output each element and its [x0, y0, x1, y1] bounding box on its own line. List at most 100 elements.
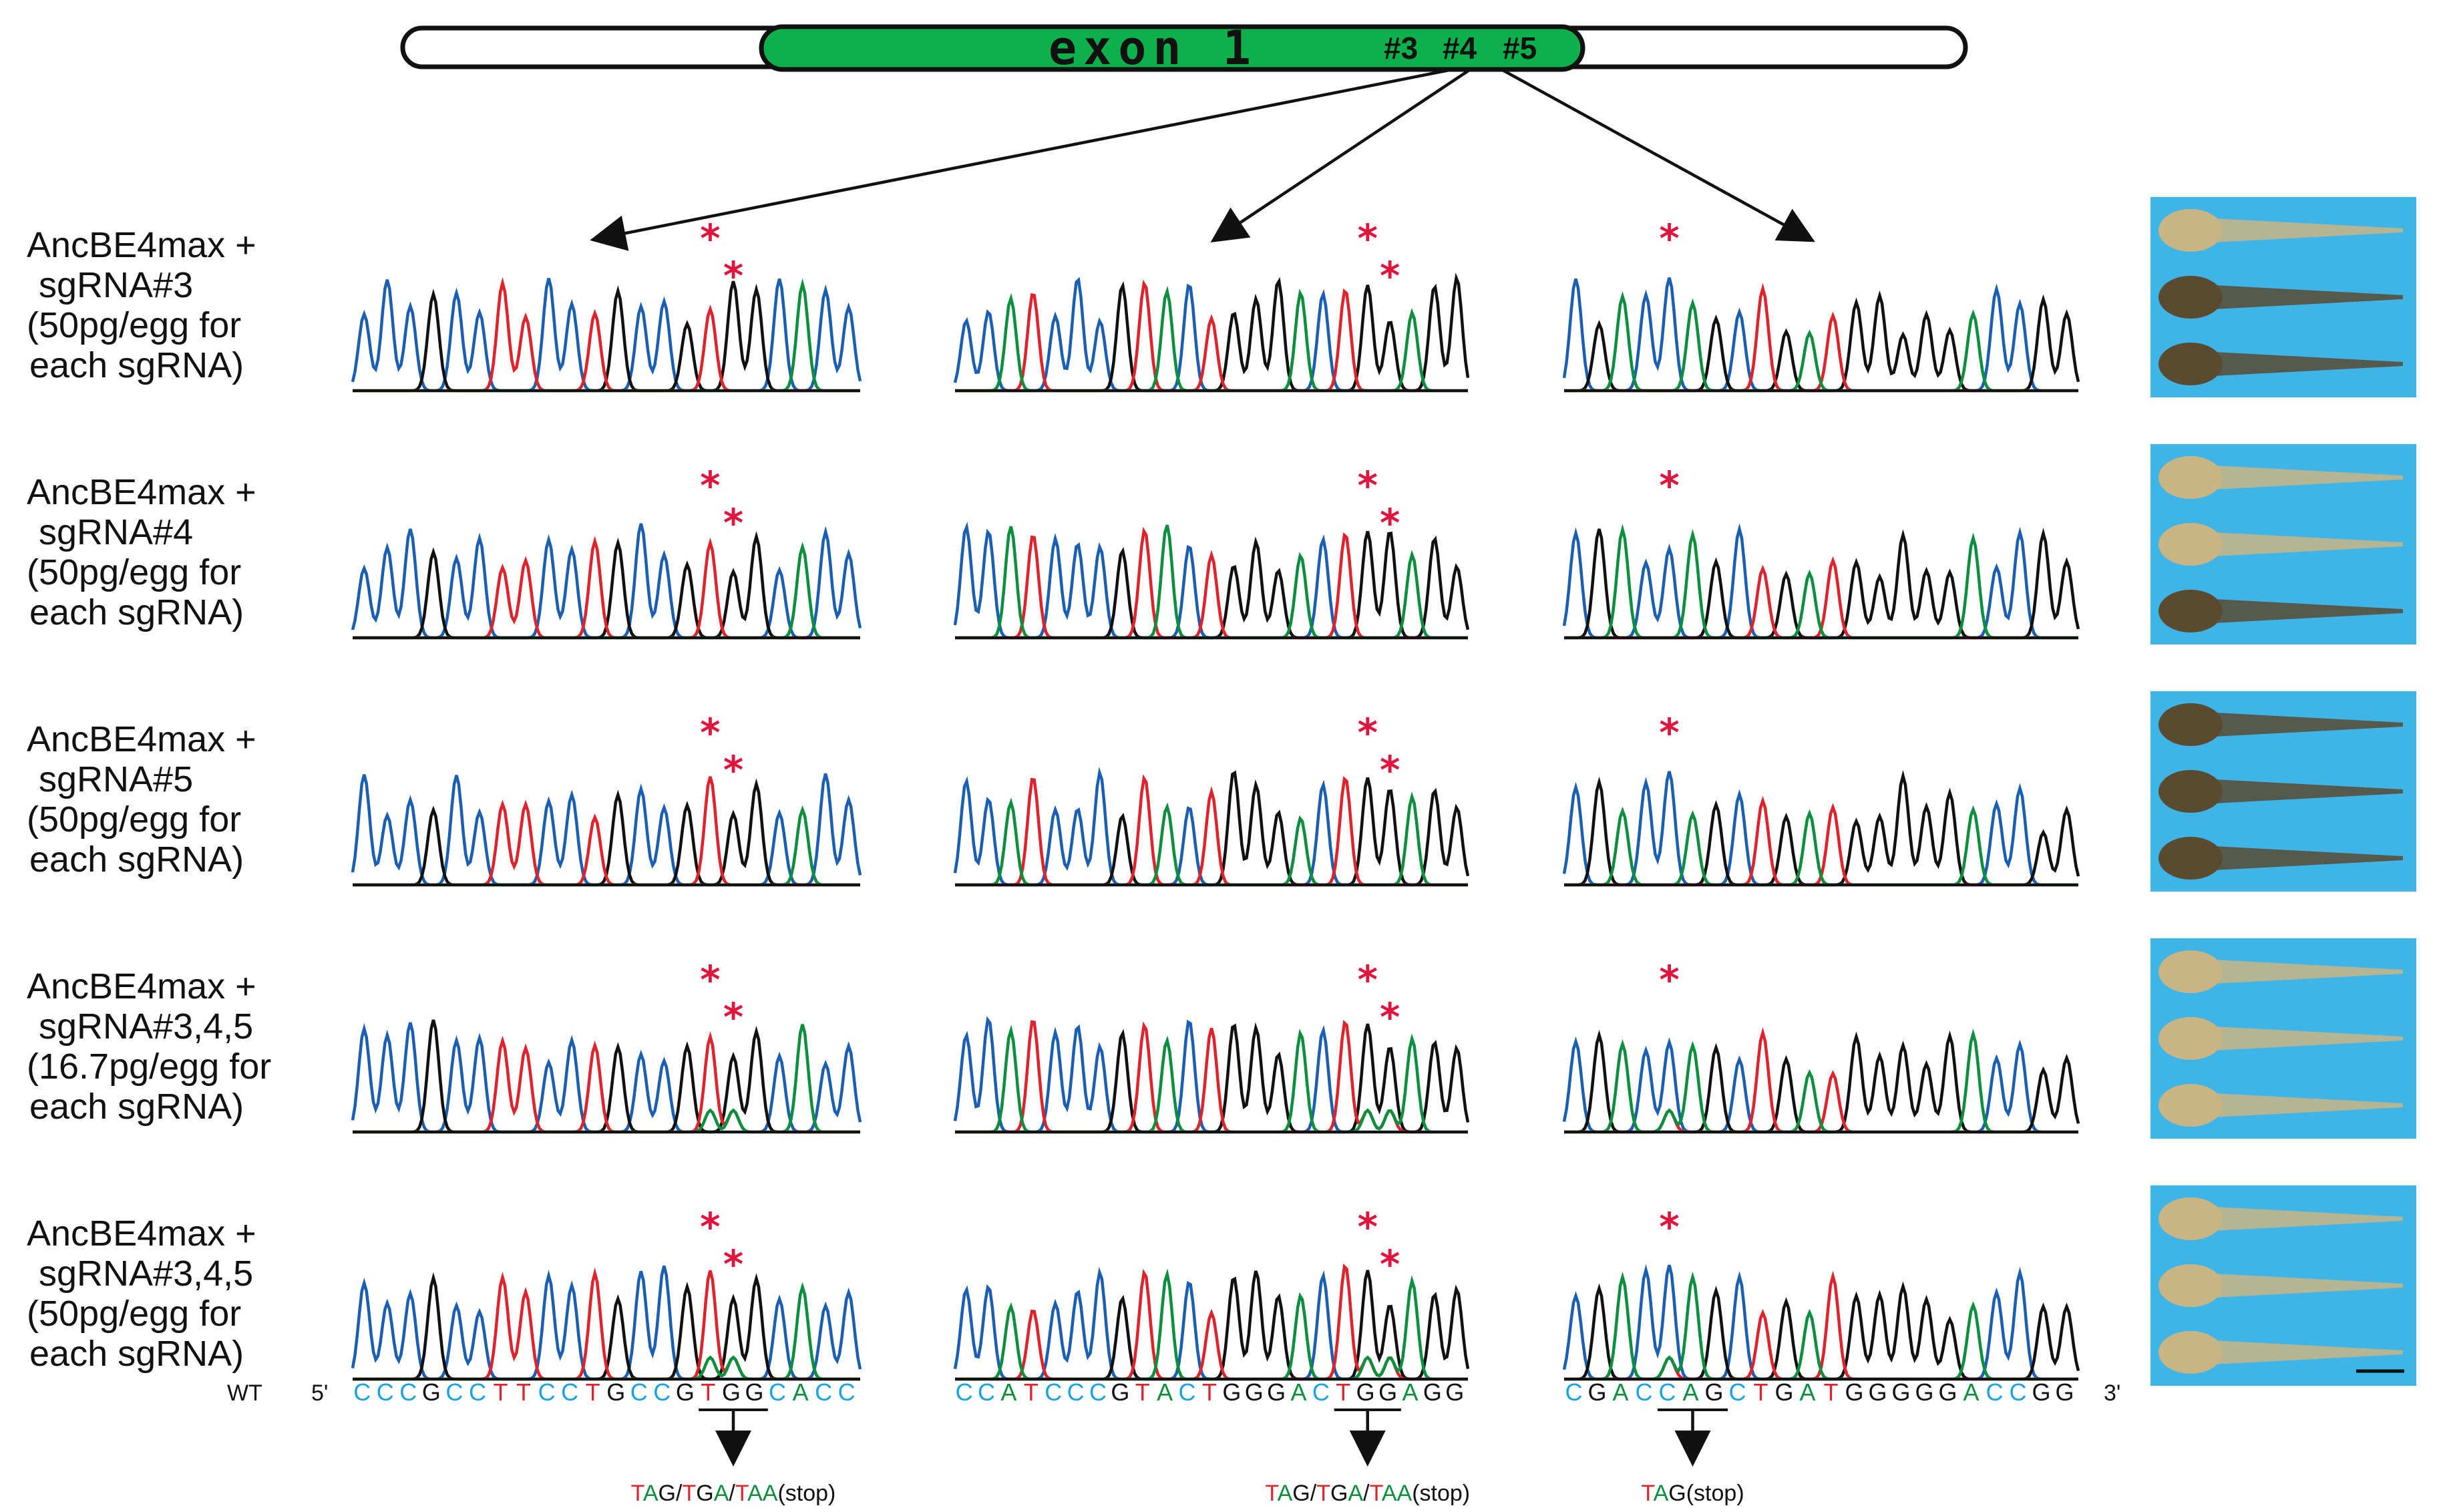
nucleotide: C: [1045, 1378, 1066, 1406]
edit-site-asterisk: *: [1380, 253, 1400, 299]
tadpole-tail: [2214, 599, 2403, 623]
trace-A: [955, 1024, 1468, 1134]
condition-label-line: each sgRNA): [29, 345, 244, 385]
nucleotide: C: [377, 1378, 398, 1406]
nucleotide: G: [1774, 1378, 1797, 1406]
chromatogram-panel: **: [351, 1204, 862, 1381]
nucleotide: C: [1658, 1378, 1680, 1406]
nucleotide: C: [630, 1378, 652, 1406]
condition-label-line: each sgRNA): [29, 839, 244, 880]
nucleotide: C: [1067, 1378, 1089, 1406]
nucleotide: A: [1157, 1378, 1177, 1406]
wt-label: WT: [227, 1380, 262, 1406]
tadpole-tail: [2214, 713, 2403, 737]
tadpole-head: [2158, 770, 2223, 813]
tadpole-head: [2158, 950, 2223, 993]
nucleotide: G: [1587, 1378, 1610, 1406]
arrow-to-site-5: [1501, 69, 1815, 242]
tadpole-head: [2158, 703, 2223, 746]
condition-label-line: sgRNA#5: [39, 759, 193, 799]
trace-T: [1564, 282, 2078, 393]
nucleotide: G: [1111, 1378, 1133, 1406]
nucleotide: C: [538, 1378, 560, 1406]
trace-G: [955, 1022, 1470, 1134]
edit-site-asterisk: *: [723, 500, 743, 546]
chromatogram-panel: **: [953, 463, 1470, 640]
nucleotide: C: [469, 1378, 490, 1406]
edit-site-asterisk: *: [1659, 1204, 1679, 1250]
embryo-photo: [2150, 691, 2416, 892]
chromatogram-panel: *: [1562, 1204, 2080, 1381]
nucleotide: C: [1565, 1378, 1586, 1406]
chromatogram-panel: *: [1562, 463, 2080, 640]
edit-site-asterisk: *: [1358, 710, 1378, 755]
tadpole-tail: [2214, 285, 2403, 309]
chromatogram-panel: *: [1562, 216, 2080, 393]
nucleotide: C: [353, 1378, 375, 1406]
nucleotide: C: [1312, 1378, 1334, 1406]
nucleotide: G: [2032, 1378, 2054, 1406]
nucleotide: G: [1245, 1378, 1268, 1406]
nucleotide: A: [1612, 1378, 1632, 1406]
condition-label-line: each sgRNA): [29, 1334, 244, 1374]
edit-site-asterisk: *: [1380, 994, 1400, 1040]
edit-site-asterisk: *: [723, 747, 743, 793]
tadpole-head: [2158, 523, 2223, 566]
trace-C: [1562, 1036, 2078, 1134]
nucleotide: G: [745, 1378, 767, 1406]
chromatogram-grid: *************************: [351, 216, 2080, 1381]
site-label-3: #3: [1384, 31, 1418, 65]
nucleotide: C: [445, 1378, 467, 1406]
nucleotide: G: [722, 1378, 745, 1406]
trace-A: [955, 285, 1468, 393]
condition-label-line: (50pg/egg for: [27, 305, 241, 345]
tadpole-tail: [2214, 532, 2403, 556]
nucleotide: G: [1915, 1378, 1937, 1406]
tadpole-tail: [2214, 846, 2403, 870]
nucleotide: G: [1222, 1378, 1245, 1406]
nucleotide: G: [1267, 1378, 1290, 1406]
nucleotide: T: [586, 1378, 604, 1406]
nucleotide: A: [793, 1378, 813, 1406]
exon-1-box: [759, 24, 1585, 72]
tadpole-tail: [2214, 1026, 2403, 1051]
nucleotide: G: [1938, 1378, 1961, 1406]
edit-site-asterisk: *: [1659, 710, 1679, 755]
tadpole-head: [2158, 456, 2223, 499]
stop-codon-label: TAG/TGA/TAA(stop): [631, 1481, 836, 1506]
edit-site-asterisk: *: [1659, 957, 1679, 1002]
nucleotide: C: [1986, 1378, 2007, 1406]
nucleotide: A: [1000, 1378, 1020, 1406]
nucleotide: T: [1336, 1378, 1354, 1406]
condition-label-line: AncBE4max +: [27, 1213, 256, 1254]
chromatogram-panel: **: [953, 957, 1470, 1134]
nucleotide: C: [769, 1378, 790, 1406]
tadpole-head: [2158, 209, 2223, 252]
nucleotide: C: [815, 1378, 836, 1406]
gene-diagram: exon 1 #3 #4 #5: [400, 21, 1968, 251]
embryo-photo: [2150, 444, 2416, 644]
tadpole-head: [2158, 276, 2223, 319]
edit-site-asterisk: *: [700, 957, 720, 1002]
nucleotide: A: [1963, 1378, 1983, 1406]
edit-site-asterisk: *: [1659, 216, 1679, 261]
nucleotide: A: [1291, 1378, 1311, 1406]
embryo-photo: [2150, 197, 2416, 397]
tadpole-head: [2158, 1197, 2223, 1240]
edit-site-asterisk: *: [700, 463, 720, 508]
nucleotide: G: [422, 1378, 445, 1406]
edit-site-asterisk: *: [700, 710, 720, 755]
nucleotide: T: [701, 1378, 719, 1406]
condition-label-line: AncBE4max +: [27, 472, 256, 512]
arrow-to-site-3: [590, 68, 1450, 251]
nucleotide: C: [399, 1378, 421, 1406]
nucleotide: T: [1823, 1378, 1842, 1406]
nucleotide: G: [1445, 1378, 1468, 1406]
arrow-to-site-4: [1210, 69, 1471, 242]
edit-site-asterisk: *: [1380, 1242, 1400, 1287]
condition-label-line: AncBE4max +: [27, 966, 256, 1006]
chromatogram-panel: **: [351, 710, 862, 887]
